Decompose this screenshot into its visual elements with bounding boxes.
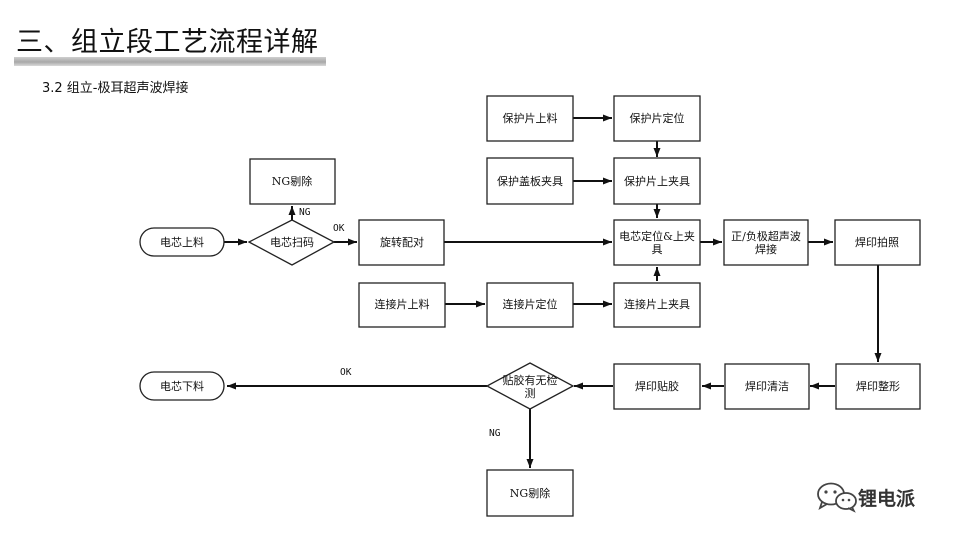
node-protect-cover-fixture: 保护盖板夹具	[486, 157, 574, 205]
node-label: 连接片定位	[503, 297, 558, 311]
node-label: 电芯上料	[160, 235, 204, 249]
node-glue-check-decision: 贴胶有无检 测	[485, 362, 575, 410]
node-protect-sheet-load: 保护片上料	[486, 95, 574, 142]
edge-label-ok-unload: OK	[340, 367, 352, 378]
node-rotate-pair: 旋转配对	[358, 219, 445, 266]
section-subtitle: 3.2 组立-极耳超声波焊接	[42, 81, 189, 96]
node-label: 电芯定位&上夹	[619, 229, 695, 243]
node-label: 电芯扫码	[270, 235, 314, 249]
node-label: 焊印拍照	[855, 235, 899, 249]
node-label: 贴胶有无检	[503, 373, 558, 387]
node-cell-load: 电芯上料	[139, 227, 225, 257]
wechat-icon	[817, 482, 857, 513]
node-weld-shape: 焊印整形	[835, 363, 921, 410]
node-label: 保护片上料	[503, 111, 558, 125]
node-label: NG剔除	[272, 174, 312, 188]
node-ultrasonic-weld: 正/负极超声波 焊接	[723, 219, 809, 266]
node-cell-unload: 电芯下料	[139, 371, 225, 401]
node-label: 保护片上夹具	[624, 174, 690, 188]
node-label-line2: 测	[525, 387, 536, 400]
node-cell-position-fixture: 电芯定位&上夹 具	[613, 219, 701, 266]
node-cell-scan-decision: 电芯扫码	[247, 219, 336, 266]
node-weld-glue: 焊印贴胶	[613, 363, 701, 410]
node-connector-load: 连接片上料	[358, 282, 446, 328]
node-label: 焊印整形	[856, 379, 900, 393]
edge-label-ng-scan: NG	[299, 207, 311, 218]
node-label: 焊印清洁	[745, 379, 789, 393]
node-label: NG剔除	[510, 486, 550, 500]
node-ng-reject-bottom: NG剔除	[486, 469, 574, 517]
node-label: 电芯下料	[160, 379, 204, 393]
node-label: 连接片上夹具	[624, 298, 690, 311]
node-weld-photo: 焊印拍照	[834, 219, 921, 266]
node-label: 旋转配对	[380, 235, 424, 249]
title-underline-bar	[14, 57, 326, 66]
watermark-text: 锂电派	[858, 488, 916, 510]
node-connector-fixture: 连接片上夹具	[613, 282, 701, 328]
node-connector-position: 连接片定位	[486, 282, 574, 328]
node-weld-clean: 焊印清洁	[724, 363, 810, 410]
node-label: 保护片定位	[630, 111, 685, 125]
edges	[224, 114, 882, 468]
node-label: 连接片上料	[375, 297, 430, 311]
node-label: 焊印贴胶	[635, 379, 679, 393]
node-protect-sheet-position: 保护片定位	[613, 95, 701, 142]
node-protect-sheet-fixture: 保护片上夹具	[613, 157, 701, 205]
node-ng-reject-top: NG剔除	[249, 158, 336, 205]
edge-label-ok-scan: OK	[333, 223, 345, 234]
page-title: 三、组立段工艺流程详解	[16, 27, 319, 58]
node-label-line2: 焊接	[755, 242, 777, 256]
node-label-line2: 具	[652, 243, 663, 256]
edge-label-ng-glue: NG	[489, 428, 501, 439]
node-label: 正/负极超声波	[731, 229, 801, 243]
node-label: 保护盖板夹具	[497, 174, 563, 188]
